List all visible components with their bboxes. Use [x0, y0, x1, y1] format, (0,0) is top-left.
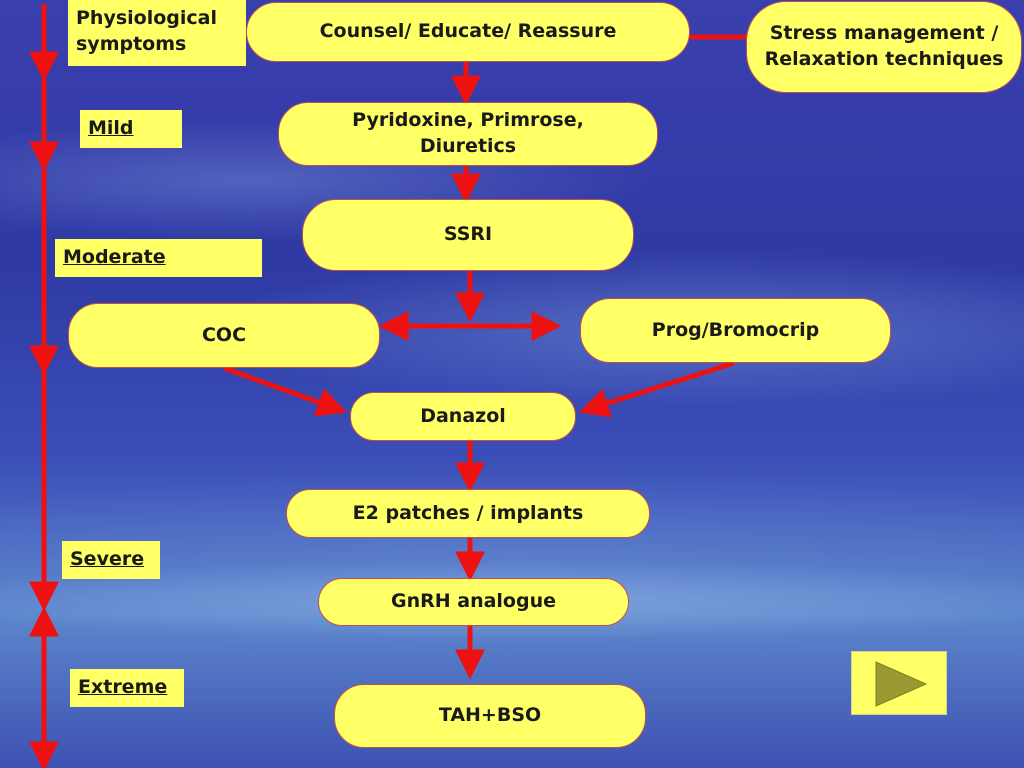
- label-severe: Severe: [70, 548, 145, 570]
- node-pyridoxine: Pyridoxine, Primrose, Diuretics: [278, 102, 658, 166]
- arrow-prog-danazol: [578, 360, 735, 418]
- node-danazol: Danazol: [350, 392, 576, 441]
- node-e2-patches: E2 patches / implants: [286, 489, 650, 538]
- label-mild: Mild: [88, 117, 134, 139]
- node-gnrh: GnRH analogue: [318, 578, 629, 626]
- node-coc: COC: [68, 303, 380, 368]
- label-extreme: Extreme: [78, 676, 168, 698]
- label-moderate-box: Moderate: [55, 239, 262, 277]
- node-ssri: SSRI: [302, 199, 634, 271]
- label-severe-box: Severe: [62, 541, 160, 579]
- node-prog-bromocrip: Prog/Bromocrip: [580, 298, 891, 363]
- label-physiological-symptoms: Physiological symptoms: [68, 0, 246, 66]
- node-tah-bso: TAH+BSO: [334, 684, 646, 748]
- node-counsel: Counsel/ Educate/ Reassure: [246, 2, 690, 62]
- label-moderate: Moderate: [63, 246, 166, 268]
- play-triangle-icon: [875, 661, 928, 707]
- label-mild-box: Mild: [80, 110, 182, 148]
- node-stress-management: Stress management / Relaxation technique…: [746, 1, 1022, 93]
- label-extreme-box: Extreme: [70, 669, 184, 707]
- next-slide-button[interactable]: [851, 651, 947, 715]
- arrow-coc-danazol: [223, 365, 348, 417]
